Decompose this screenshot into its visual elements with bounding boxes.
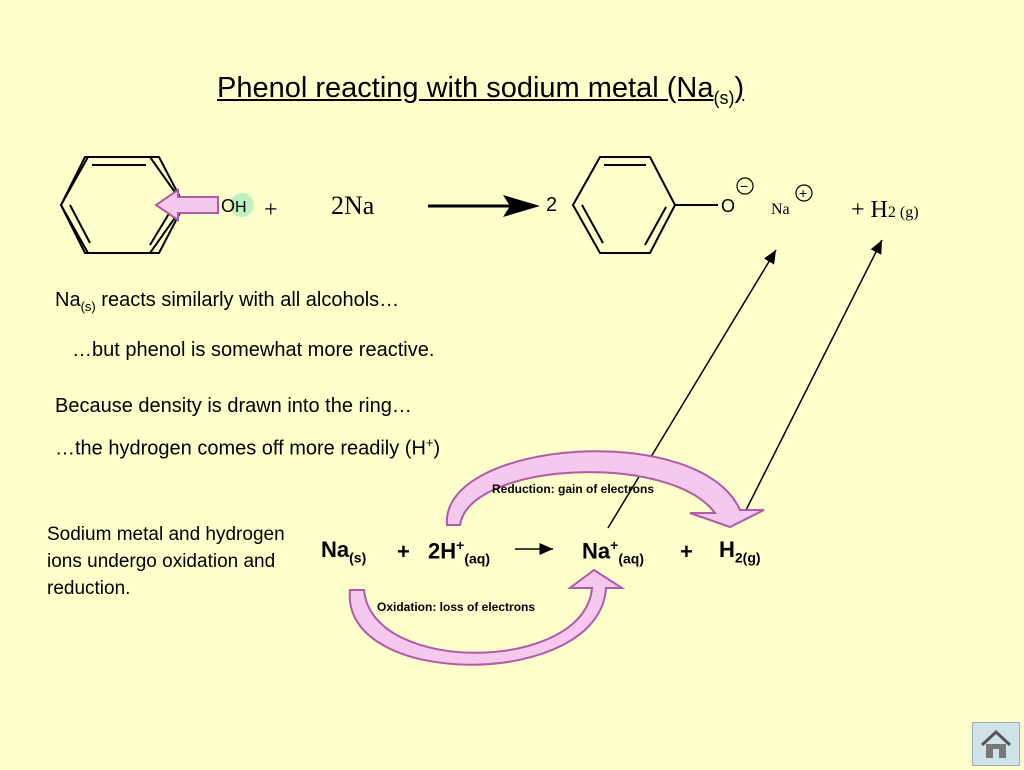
svg-text:+: + — [799, 185, 807, 201]
oh-o-label: O — [221, 196, 235, 216]
phenoxide-o: O — [721, 196, 735, 216]
reduction-label: Reduction: gain of electrons — [492, 482, 655, 496]
text-line-3: Because density is drawn into the ring… — [55, 395, 412, 417]
phenoxide-ring — [571, 156, 677, 254]
side-note: Sodium metal and hydrogen ions undergo o… — [47, 524, 285, 599]
sodium-reagent: 2Na — [331, 191, 375, 220]
text-line-1: Na(s) reacts similarly with all alcohols… — [55, 289, 400, 314]
na-connector-arrow — [607, 249, 777, 529]
slide-title: Phenol reacting with sodium metal (Na(s)… — [217, 72, 745, 108]
oxidation-label: Oxidation: loss of electrons — [377, 600, 536, 614]
oh-highlight — [230, 193, 254, 217]
density-arrow — [154, 188, 219, 222]
negative-charge-icon — [736, 177, 754, 195]
text-line-4: …the hydrogen comes off more readily (H+… — [55, 435, 441, 460]
h2-connector-arrow — [739, 239, 883, 523]
svg-text:−: − — [740, 178, 748, 194]
eq-plus-1: + — [397, 539, 410, 564]
reduction-arrow — [445, 450, 765, 529]
sodium-ion: Na — [771, 201, 790, 218]
plus-sign: + — [264, 197, 278, 223]
oh-h-label: H — [235, 199, 247, 216]
eq-sodium-ion: Na+(aq) — [582, 537, 644, 567]
eq-hydrogen-gas: H2(g) — [719, 537, 761, 566]
hydrogen-product: + H2 (g) — [851, 197, 919, 223]
reaction-arrowhead — [503, 195, 540, 217]
eq-sodium: Na(s) — [321, 537, 367, 566]
text-line-2: …but phenol is somewhat more reactive. — [72, 339, 435, 361]
home-button[interactable] — [972, 722, 1020, 766]
eq-plus-2: + — [680, 539, 693, 564]
coefficient: 2 — [546, 194, 557, 216]
eq-hydrogen-ion: 2H+(aq) — [428, 537, 490, 567]
positive-charge-icon — [795, 184, 813, 202]
home-icon — [980, 729, 1012, 758]
oxidation-arrow — [348, 568, 626, 666]
